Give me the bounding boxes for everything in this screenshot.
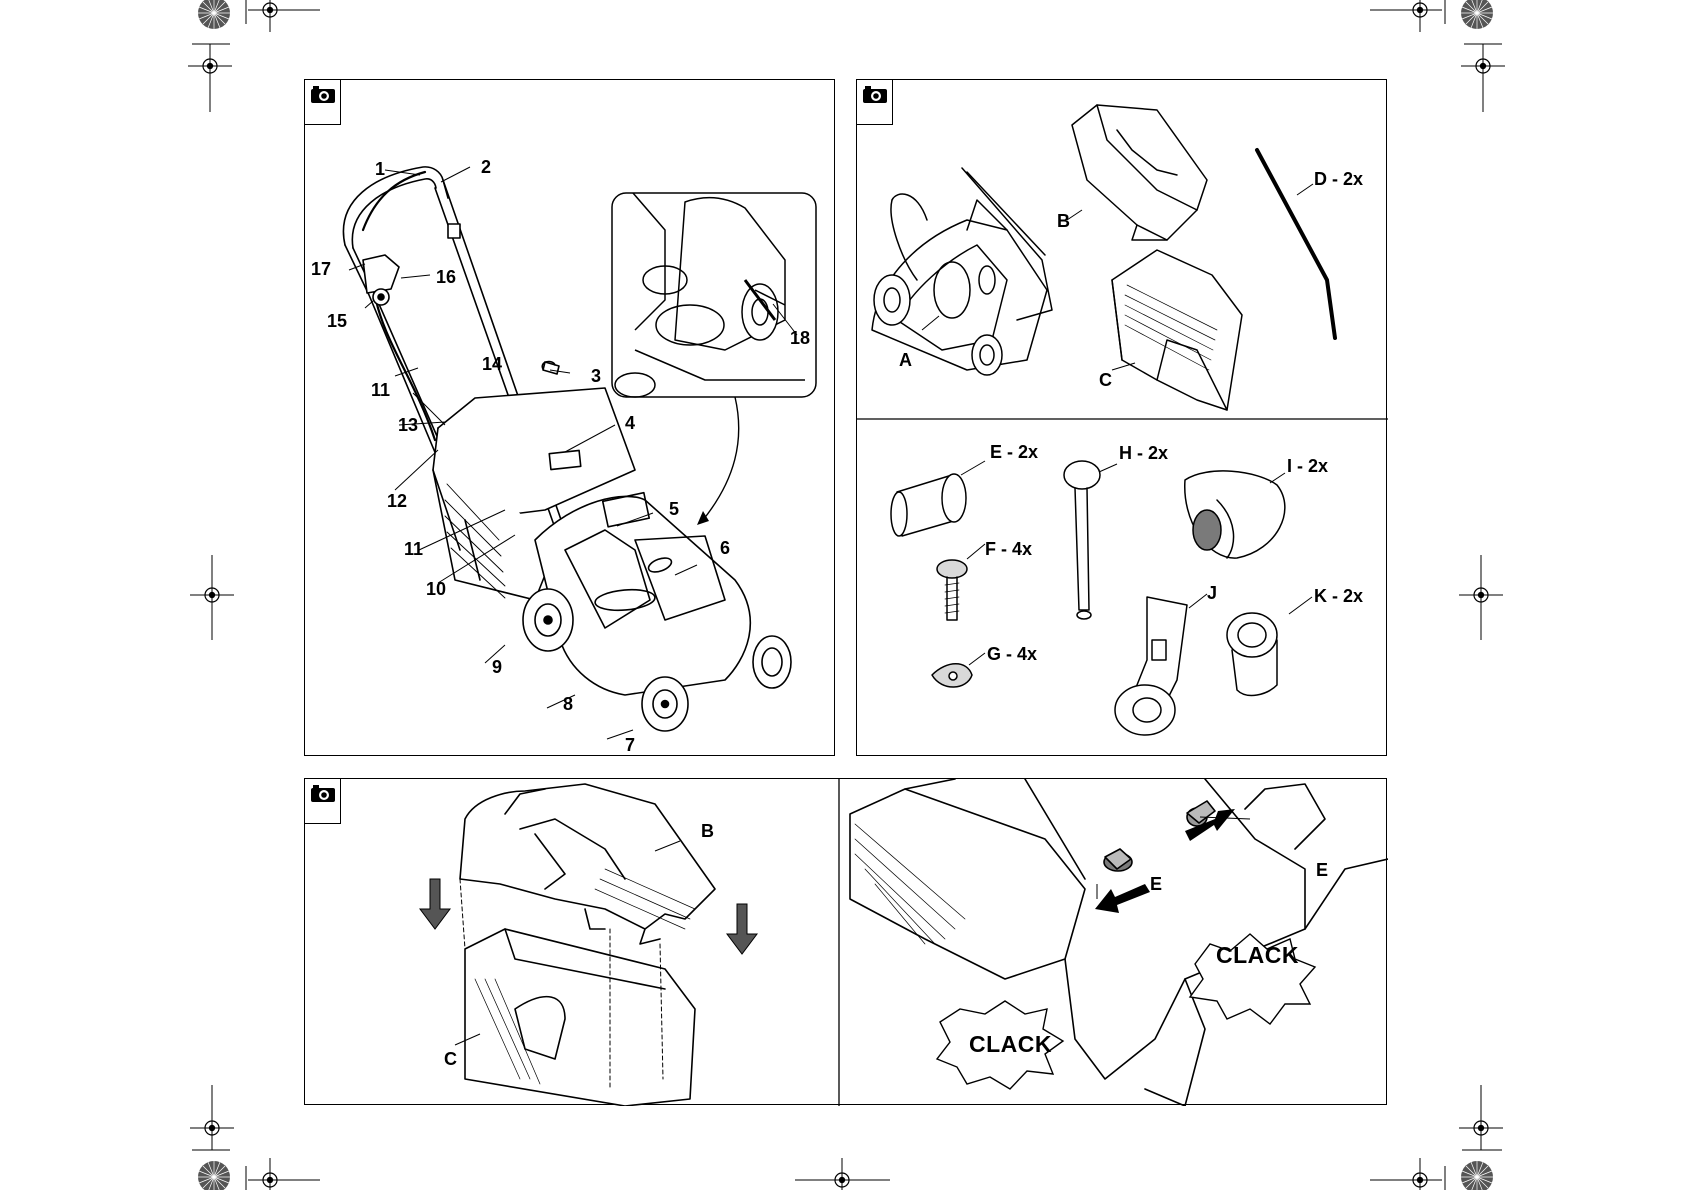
part-d-label: D - 2x xyxy=(1314,170,1363,188)
parts-panel: A B C D - 2x E - 2x F - 4x G - 4x H - 2x… xyxy=(856,79,1387,756)
part-a-label: A xyxy=(899,351,912,369)
callout-10: 10 xyxy=(426,580,446,598)
part-h-label: H - 2x xyxy=(1119,444,1168,462)
assembly-b-label: B xyxy=(701,822,714,840)
callout-2: 2 xyxy=(481,158,491,176)
callout-7: 7 xyxy=(625,736,635,754)
part-b-label: B xyxy=(1057,212,1070,230)
callout-16: 16 xyxy=(436,268,456,286)
callout-18: 18 xyxy=(790,329,810,347)
callout-3: 3 xyxy=(591,367,601,385)
callout-12: 12 xyxy=(387,492,407,510)
assembly-e-label-2: E xyxy=(1316,861,1328,879)
assembly-e-label-1: E xyxy=(1150,875,1162,893)
part-g-label: G - 4x xyxy=(987,645,1037,663)
callout-11b: 11 xyxy=(371,381,390,399)
callout-17: 17 xyxy=(311,260,331,278)
lawnmower-illustration xyxy=(305,80,836,757)
part-i-label: I - 2x xyxy=(1287,457,1328,475)
callout-5: 5 xyxy=(669,500,679,518)
clack-text-2: CLACK xyxy=(1216,944,1299,967)
part-f-label: F - 4x xyxy=(985,540,1032,558)
parts-illustration xyxy=(857,80,1388,757)
callout-8: 8 xyxy=(563,695,573,713)
callout-6: 6 xyxy=(720,539,730,557)
part-e-label: E - 2x xyxy=(990,443,1038,461)
callout-1: 1 xyxy=(375,160,385,178)
part-c-label: C xyxy=(1099,371,1112,389)
callout-9: 9 xyxy=(492,658,502,676)
part-j-label: J xyxy=(1207,584,1217,602)
callout-4: 4 xyxy=(625,414,635,432)
callout-11a: 11 xyxy=(404,540,423,558)
callout-15: 15 xyxy=(327,312,347,330)
assembly-panel: B C E E CLACK CLACK xyxy=(304,778,1387,1105)
overview-panel: 1 2 3 4 5 6 7 8 9 10 11 11 12 13 14 15 1… xyxy=(304,79,835,756)
assembly-c-label: C xyxy=(444,1050,457,1068)
part-k-label: K - 2x xyxy=(1314,587,1363,605)
callout-13: 13 xyxy=(398,416,418,434)
clack-text-1: CLACK xyxy=(969,1033,1052,1056)
callout-14: 14 xyxy=(482,355,502,373)
